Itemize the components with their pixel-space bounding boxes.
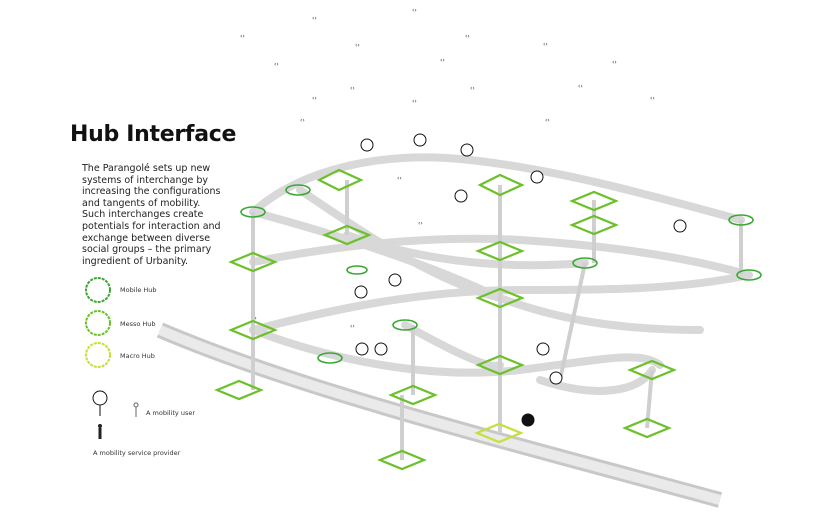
- svg-text:‹›: ‹›: [440, 57, 445, 64]
- airborne-markers: ‹› ‹› ‹› ‹› ‹› ‹› ‹› ‹› ‹› ‹› ‹› ‹› ‹› ‹› ‹› ‹› ‹› ‹›…: [240, 7, 655, 332]
- svg-text:‹›: ‹›: [418, 220, 423, 227]
- svg-text:‹›: ‹›: [612, 59, 617, 66]
- legend-messo-hub: Messo Hub: [120, 320, 156, 328]
- svg-text:‹›: ‹›: [355, 42, 360, 49]
- legend-mobility-user: A mobility user: [146, 409, 196, 417]
- page-title: Hub Interface: [70, 122, 237, 147]
- svg-text:‹›: ‹›: [465, 33, 470, 40]
- svg-text:‹›: ‹›: [300, 117, 305, 124]
- description: The Parangolé sets up new systems of int…: [82, 163, 221, 267]
- legend-mobility-service-provider: A mobility service provider: [93, 449, 181, 457]
- svg-text:‹›: ‹›: [397, 175, 402, 182]
- svg-text:‹›: ‹›: [240, 33, 245, 40]
- svg-text:‹›: ‹›: [412, 7, 417, 14]
- svg-text:‹›: ‹›: [578, 83, 583, 90]
- svg-text:‹›: ‹›: [312, 95, 317, 102]
- svg-text:‹›: ‹›: [412, 98, 417, 105]
- svg-text:‹›: ‹›: [312, 15, 317, 22]
- legend-mobile-hub: Mobile Hub: [120, 286, 157, 294]
- svg-text:‹›: ‹›: [650, 95, 655, 102]
- legend-macro-hub: Macro Hub: [120, 352, 155, 360]
- svg-text:‹›: ‹›: [543, 41, 548, 48]
- svg-text:‹›: ‹›: [545, 117, 550, 124]
- svg-text:‹›: ‹›: [350, 85, 355, 92]
- svg-text:‹›: ‹›: [470, 85, 475, 92]
- mobility-service-pins: [354, 133, 687, 427]
- mobile-hubs: [240, 184, 762, 364]
- svg-text:‹›: ‹›: [274, 61, 279, 68]
- vertical-connectors: [251, 180, 743, 460]
- hub-platforms: [214, 168, 677, 471]
- svg-text:‹›: ‹›: [350, 323, 355, 330]
